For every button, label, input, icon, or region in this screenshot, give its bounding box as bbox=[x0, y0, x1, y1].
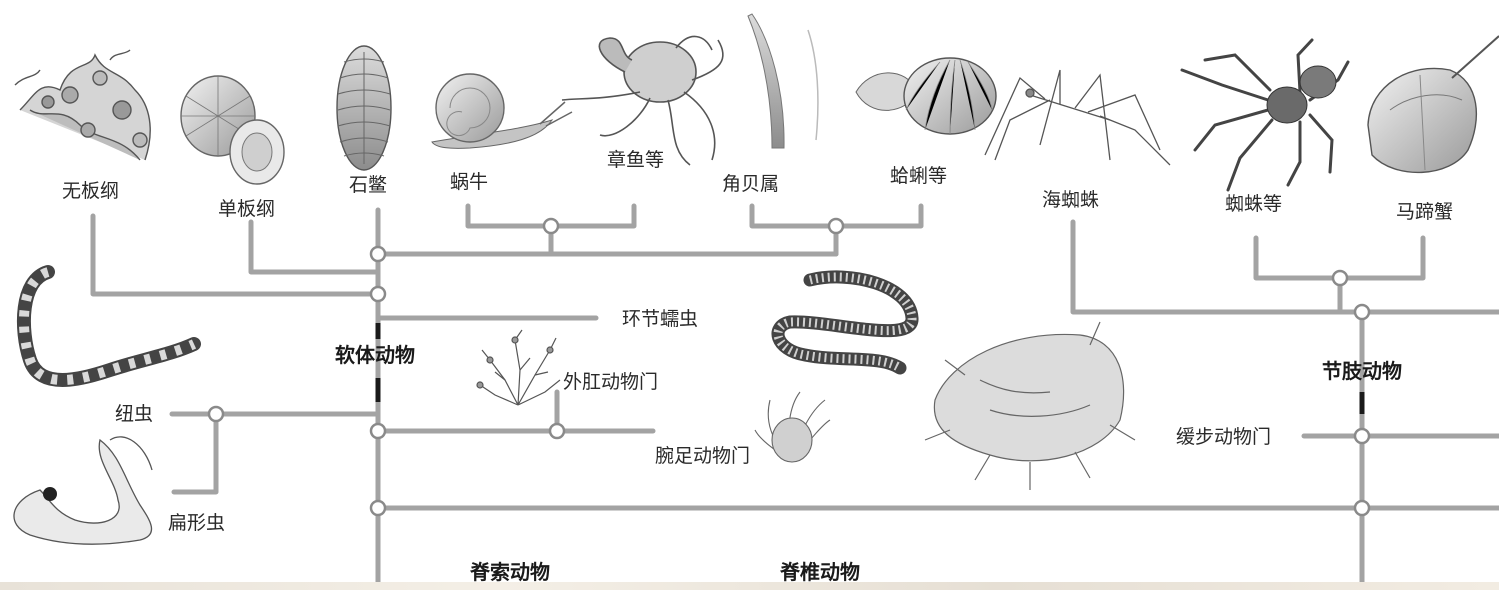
aplacophoran-coral-illustration bbox=[14, 49, 151, 161]
label-zhizhu: 蜘蛛等 bbox=[1225, 193, 1282, 215]
horseshoe-crab-illustration bbox=[1367, 35, 1499, 174]
label-huanbu: 缓步动物门 bbox=[1176, 426, 1271, 448]
clam-illustration bbox=[855, 57, 997, 135]
ribbon-worm-illustration bbox=[16, 265, 201, 387]
label-geli: 蛤蜊等 bbox=[890, 165, 947, 187]
node-tusk-clam bbox=[827, 217, 845, 235]
label-bianxing: 扁形虫 bbox=[168, 512, 225, 534]
node-deuterostome bbox=[369, 499, 387, 517]
node-mollusca bbox=[369, 285, 387, 303]
node-spider-horseshoe bbox=[1331, 269, 1349, 287]
label-ruanti: 软体动物 bbox=[335, 343, 415, 367]
snail-illustration bbox=[431, 73, 573, 149]
chiton-illustration bbox=[336, 45, 392, 171]
page-bottom-edge bbox=[0, 582, 1499, 590]
branch-wubangang bbox=[90, 213, 381, 297]
branch-bianxing bbox=[171, 411, 219, 495]
brachiopod-illustration bbox=[754, 391, 831, 463]
label-huanjie: 环节蠕虫 bbox=[622, 308, 698, 330]
label-shibie: 石鳖 bbox=[349, 174, 387, 196]
node-lophophorate bbox=[548, 422, 566, 440]
node-arthropoda bbox=[1353, 303, 1371, 321]
node-conchifera bbox=[369, 245, 387, 263]
label-wubangang: 无板纲 bbox=[62, 180, 119, 202]
label-haizhizhu: 海蜘蛛 bbox=[1042, 189, 1099, 211]
clade-labels: 软体动物 节肢动物 脊索动物 脊椎动物 bbox=[335, 343, 1402, 584]
clade-marks bbox=[375, 323, 1365, 414]
flatworm-illustration bbox=[13, 436, 153, 545]
label-woniu: 蜗牛 bbox=[450, 171, 488, 193]
node-nemertea-flatworm bbox=[207, 405, 225, 423]
node-snail-octopus bbox=[542, 217, 560, 235]
tusk-shell-illustration bbox=[747, 13, 819, 149]
bryozoan-illustration bbox=[476, 329, 561, 406]
monoplacophoran-shell-illustration bbox=[180, 75, 285, 185]
node-lophophorate-trunk bbox=[369, 422, 387, 440]
branch-haizhizhu bbox=[1070, 219, 1499, 315]
label-jizhui: 脊椎动物 bbox=[779, 560, 860, 584]
tardigrade-illustration bbox=[924, 321, 1136, 490]
label-waigang: 外肛动物门 bbox=[563, 371, 658, 393]
label-jisuo: 脊索动物 bbox=[469, 560, 550, 584]
tree-nodes bbox=[207, 217, 1371, 590]
label-jiezhi: 节肢动物 bbox=[1322, 359, 1402, 383]
spider-illustration bbox=[1180, 38, 1350, 192]
label-niuchong: 纽虫 bbox=[115, 403, 153, 425]
label-zhangyu: 章鱼等 bbox=[607, 149, 664, 171]
branch-danbangang bbox=[248, 219, 381, 275]
label-matixie: 马蹄蟹 bbox=[1396, 201, 1453, 223]
earthworm-illustration bbox=[771, 270, 919, 375]
label-danbangang: 单板纲 bbox=[218, 198, 275, 220]
octopus-illustration bbox=[561, 35, 724, 166]
node-huanbu bbox=[1353, 427, 1371, 445]
label-jiaobei: 角贝属 bbox=[722, 173, 779, 195]
label-wanzu: 腕足动物门 bbox=[655, 445, 750, 467]
sea-spider-illustration bbox=[984, 69, 1171, 166]
node-ecdysozoa bbox=[1353, 499, 1371, 517]
tree-labels: 无板纲 单板纲 石鳖 蜗牛 章鱼等 角贝属 蛤蜊等 海蜘蛛 蜘蛛等 马蹄蟹 环节… bbox=[62, 149, 1453, 534]
